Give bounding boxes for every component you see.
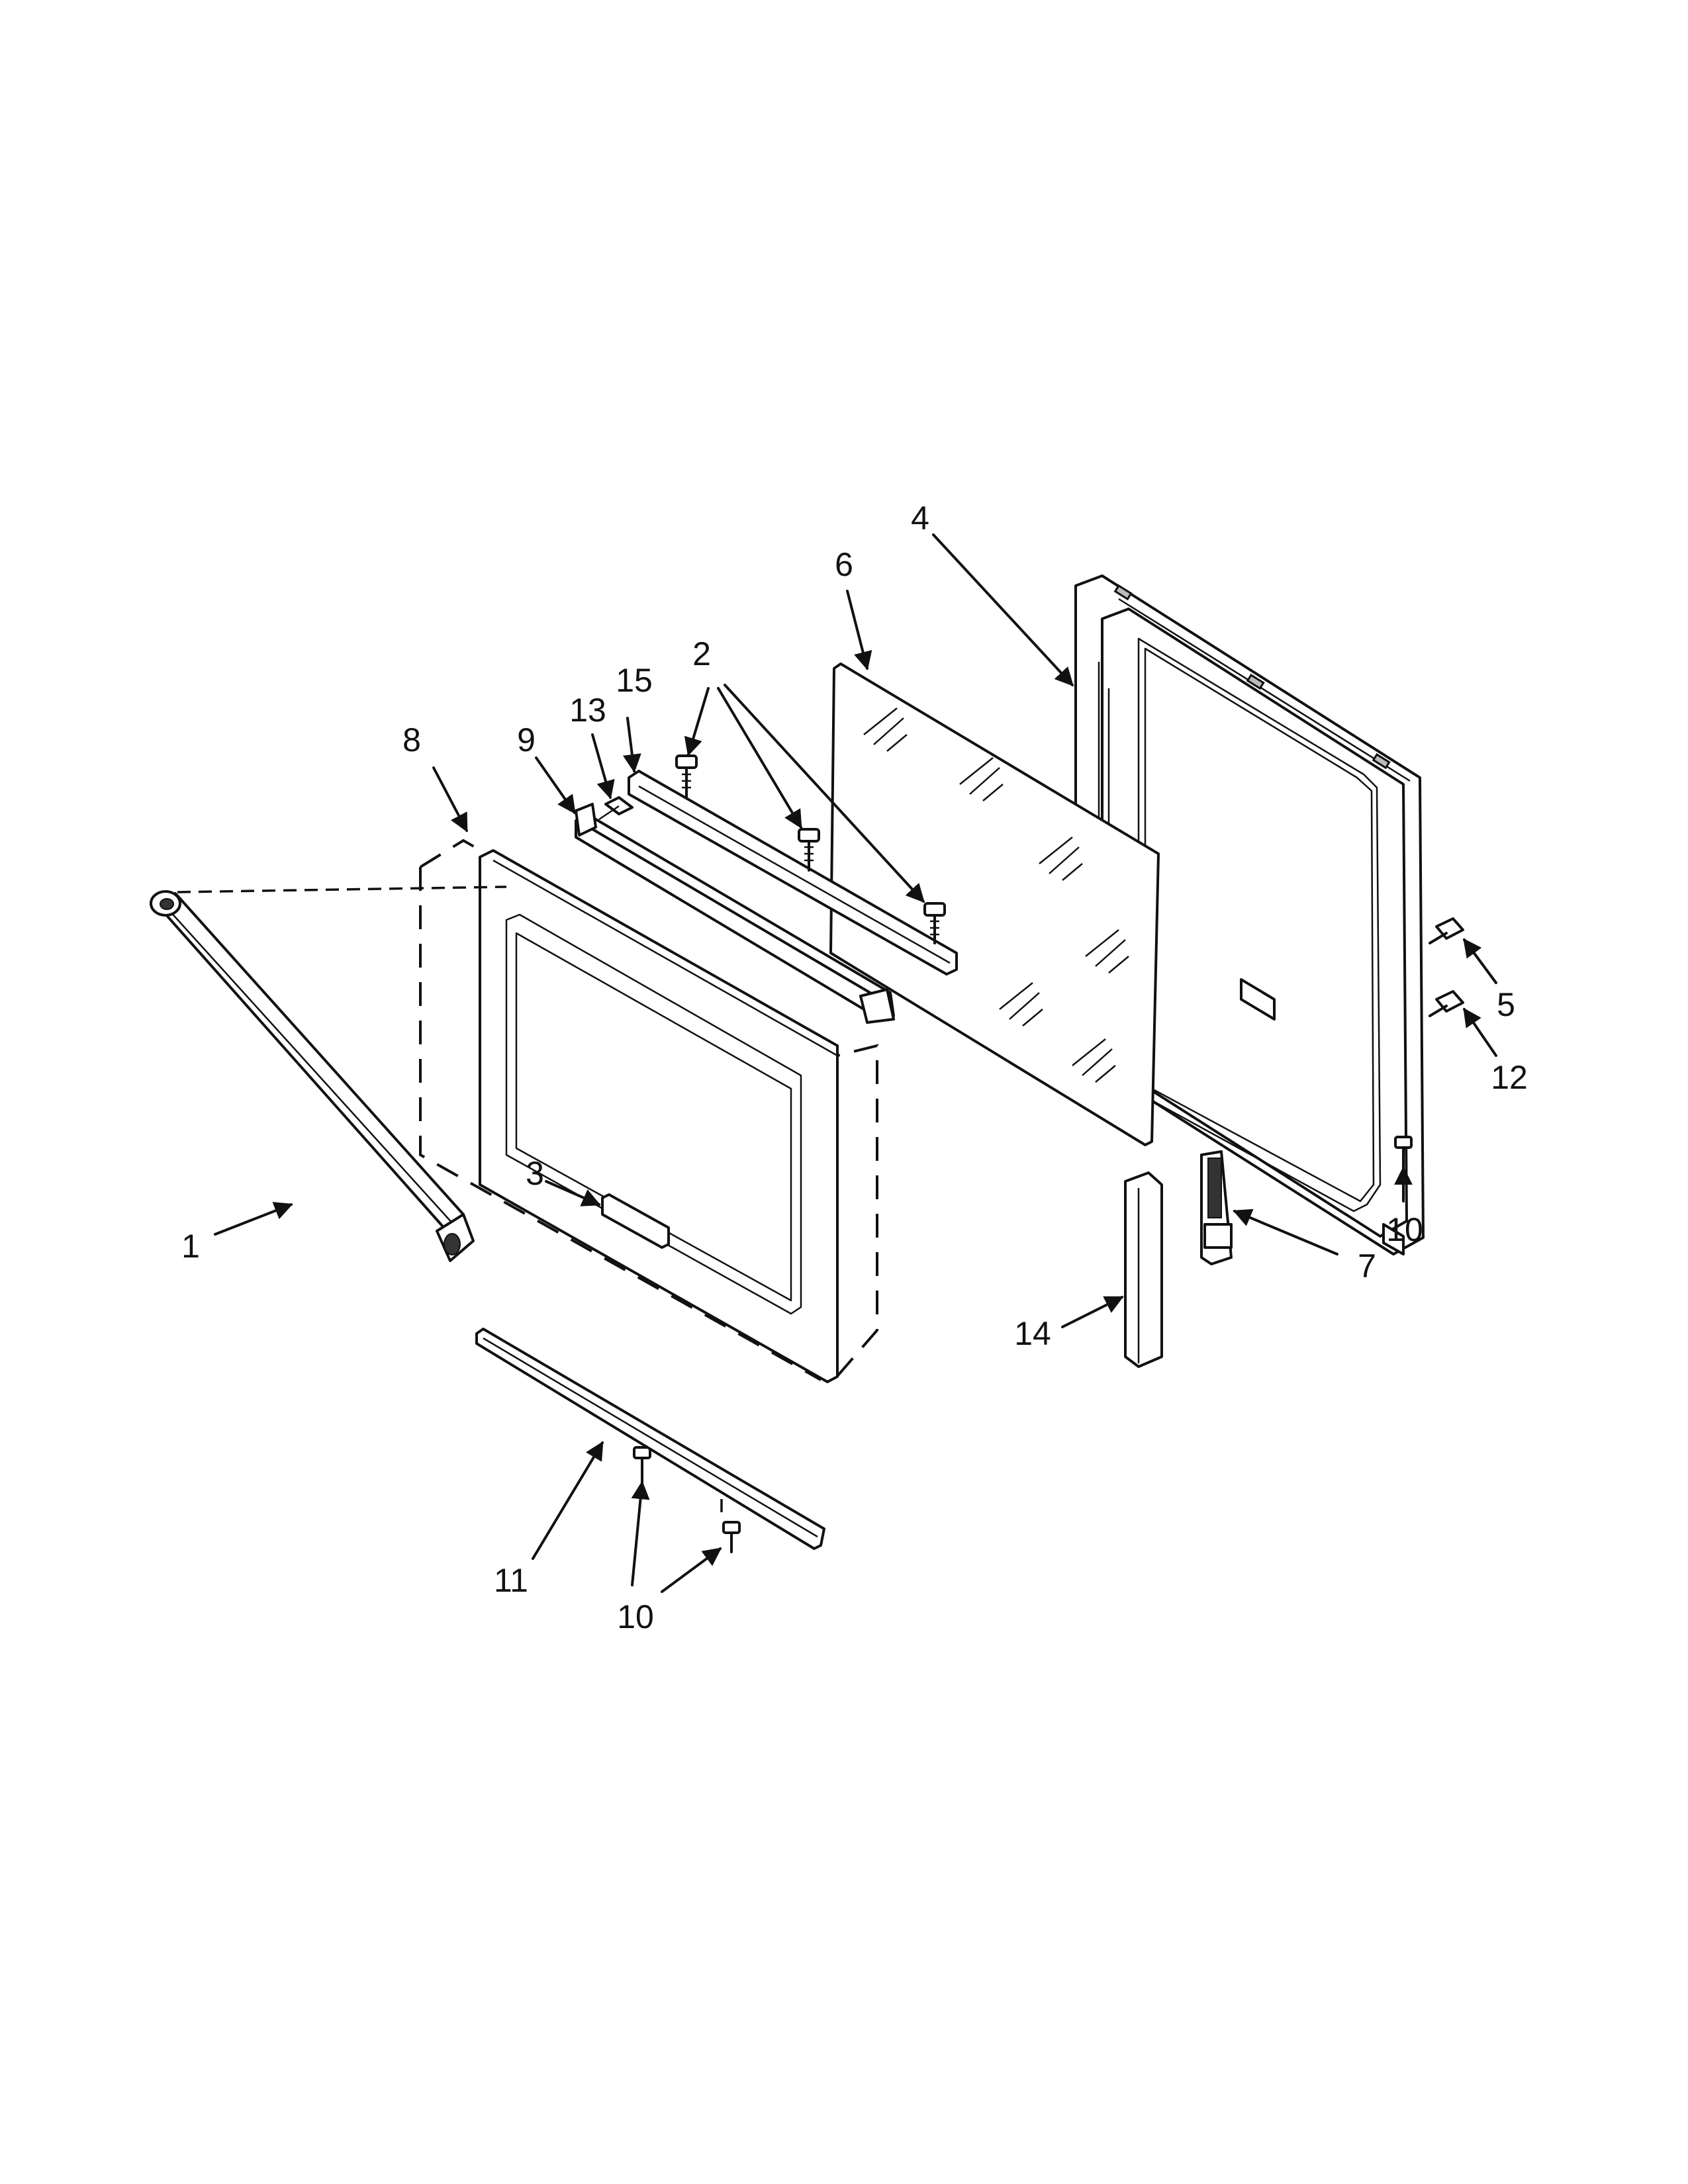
callout-9: 9	[517, 721, 536, 758]
side-bracket	[1124, 1171, 1163, 1368]
handle-alignment-line	[177, 886, 507, 893]
callout-leaders	[214, 533, 1497, 1593]
callout-5: 5	[1497, 986, 1515, 1023]
screw-part-10-right	[1394, 1136, 1413, 1169]
screw-part-10-bottom-b	[722, 1521, 741, 1553]
door-handle	[150, 890, 475, 1262]
callout-15: 15	[616, 662, 653, 699]
screw-part-2-b	[798, 828, 820, 872]
bottom-trim-strip	[475, 1328, 825, 1550]
callout-2: 2	[692, 635, 711, 672]
callout-labels: 1 2 3 4 5 6 7 8 9 10 10 11 12 13 14 15	[181, 500, 1528, 1635]
hinge-rail-bracket	[575, 803, 895, 1024]
callout-14: 14	[1014, 1315, 1051, 1352]
callout-13: 13	[569, 692, 606, 729]
callout-7: 7	[1358, 1248, 1376, 1285]
callout-3: 3	[526, 1155, 544, 1192]
callout-1: 1	[181, 1228, 200, 1265]
door-hinge	[1200, 1150, 1233, 1265]
badge-part-3	[601, 1193, 670, 1249]
callout-10-right: 10	[1386, 1211, 1423, 1248]
callout-12: 12	[1491, 1059, 1528, 1096]
callout-10-bottom: 10	[617, 1598, 654, 1635]
callout-8: 8	[402, 721, 421, 758]
screw-part-5	[1429, 917, 1464, 944]
callout-6: 6	[835, 546, 853, 583]
door-glass-panel	[829, 662, 1160, 1146]
screw-part-10-bottom-a	[633, 1446, 651, 1484]
outer-door-panel	[419, 839, 878, 1383]
callout-4: 4	[911, 500, 929, 537]
screw-part-13	[598, 796, 633, 821]
screw-part-2-a	[675, 754, 698, 799]
screw-part-12	[1429, 990, 1464, 1017]
callout-11: 11	[494, 1562, 528, 1599]
screw-part-2-c	[923, 902, 946, 944]
